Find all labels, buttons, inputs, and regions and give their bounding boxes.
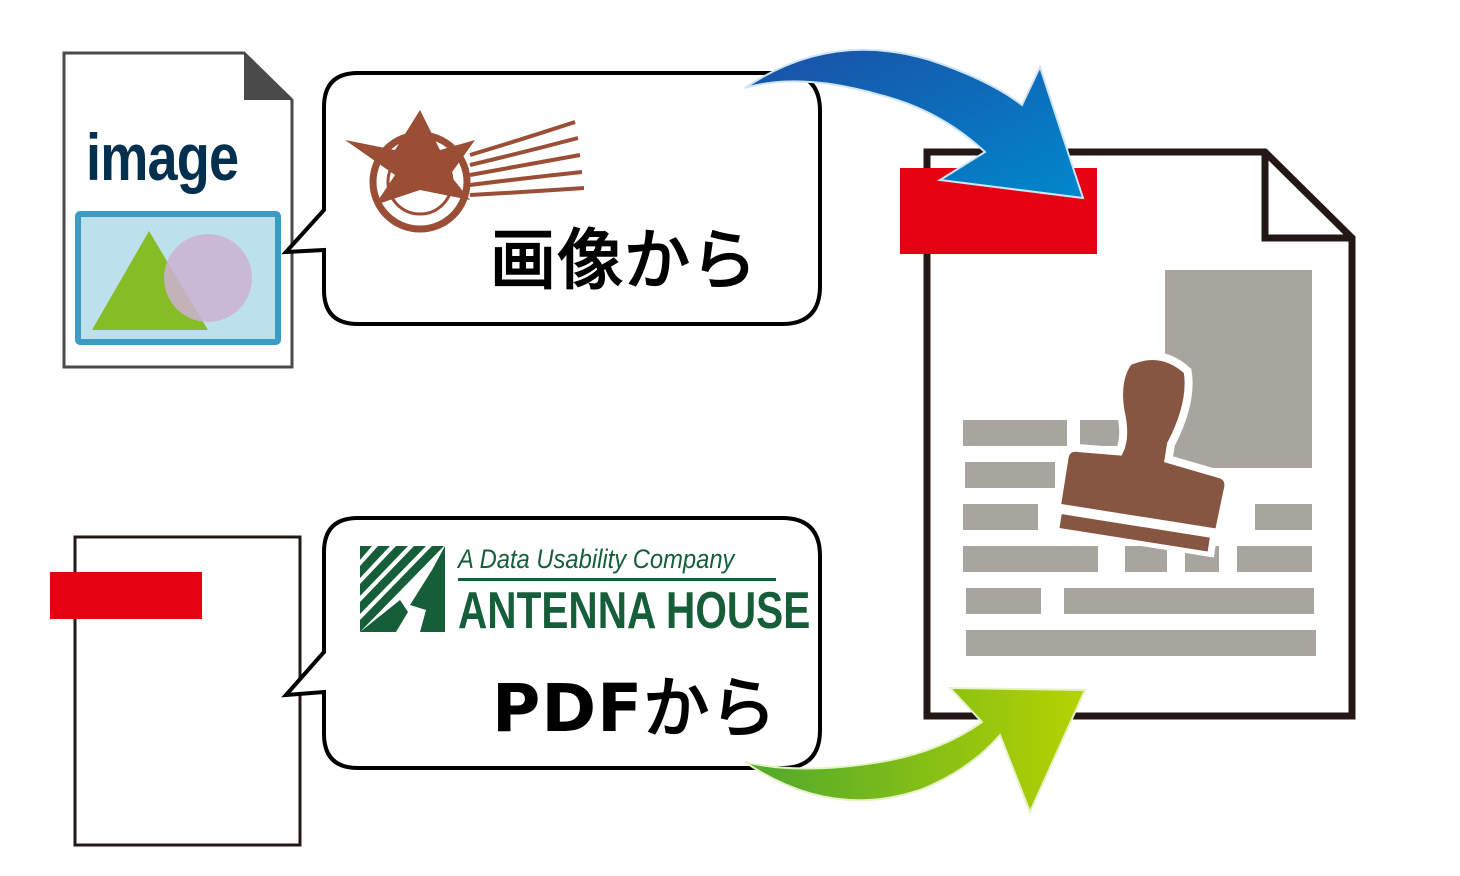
image-file-label: image — [86, 120, 239, 194]
antenna-house-name: ANTENNA HOUSE — [458, 582, 811, 640]
postmark-stamp-icon — [345, 110, 585, 233]
image-file-icon — [62, 51, 294, 369]
blue-arrow — [744, 48, 1085, 200]
green-arrow — [744, 686, 1087, 815]
pdf-file-icon — [50, 535, 302, 847]
from-pdf-label: PDFから — [492, 670, 778, 747]
antenna-house-logo-icon — [360, 546, 776, 632]
stamped-document-icon — [900, 148, 1356, 720]
from-image-label: 画像から — [490, 222, 758, 299]
antenna-house-tagline: A Data Usability Company — [458, 544, 735, 574]
